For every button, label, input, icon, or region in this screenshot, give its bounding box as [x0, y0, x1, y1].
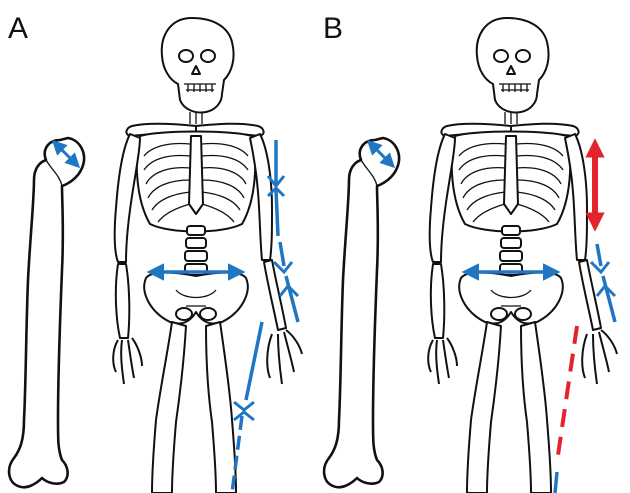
forearm-length-line — [284, 275, 300, 323]
knee-marker-top — [233, 400, 255, 412]
arm-segment-line — [274, 189, 280, 237]
humerus-start-marker — [266, 185, 286, 198]
femur-icon — [7, 136, 86, 489]
forearm-marker-top — [272, 260, 294, 275]
diagram-b — [322, 17, 618, 493]
femur-length-line — [244, 321, 264, 401]
diagram-a — [7, 17, 303, 493]
tibia-length-line — [553, 471, 559, 493]
femur-icon — [322, 136, 401, 489]
tibia-length-line — [230, 415, 244, 493]
panel-b: B — [315, 0, 630, 493]
forearm-marker-top — [589, 260, 611, 275]
knee-marker-bottom — [233, 410, 255, 422]
femur-length-line — [555, 325, 579, 463]
femoral-head-arrow — [366, 139, 396, 169]
forearm-line — [278, 241, 286, 267]
panel-a: A — [7, 12, 303, 493]
forearm-line — [595, 243, 603, 267]
femoral-head-arrow — [51, 139, 81, 169]
panel-label-a: A — [8, 12, 29, 45]
forearm-length-line — [601, 275, 617, 323]
skeleton-icon — [427, 17, 618, 493]
panel-label-b: B — [323, 12, 344, 45]
skeleton-icon — [112, 17, 303, 493]
